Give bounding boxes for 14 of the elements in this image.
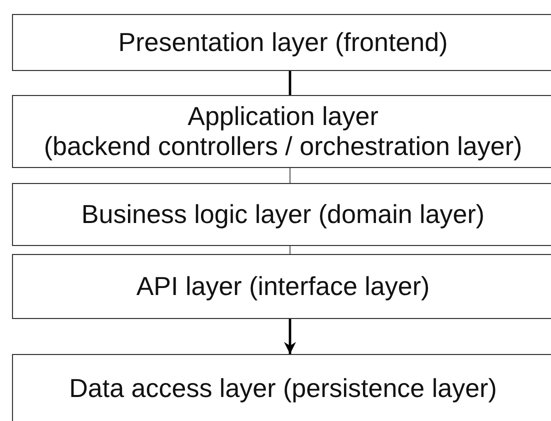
layer-label: Application layer [188,102,378,132]
connector-line [289,168,291,183]
layer-box [12,183,551,246]
layer-label: (backend controllers / orchestration layer) [44,132,522,162]
layer-box [12,14,551,71]
layer-label: Data access layer (persistence layer) [69,374,497,404]
layer-box [12,95,551,168]
layer-label: Presentation layer (frontend) [118,28,448,58]
layer-box [12,254,551,319]
layer-label: Business logic layer (domain layer) [81,200,485,230]
layer-box [12,354,551,421]
layer-label: API layer (interface layer) [136,272,430,302]
arrow [284,319,296,354]
connector-line [288,71,292,95]
